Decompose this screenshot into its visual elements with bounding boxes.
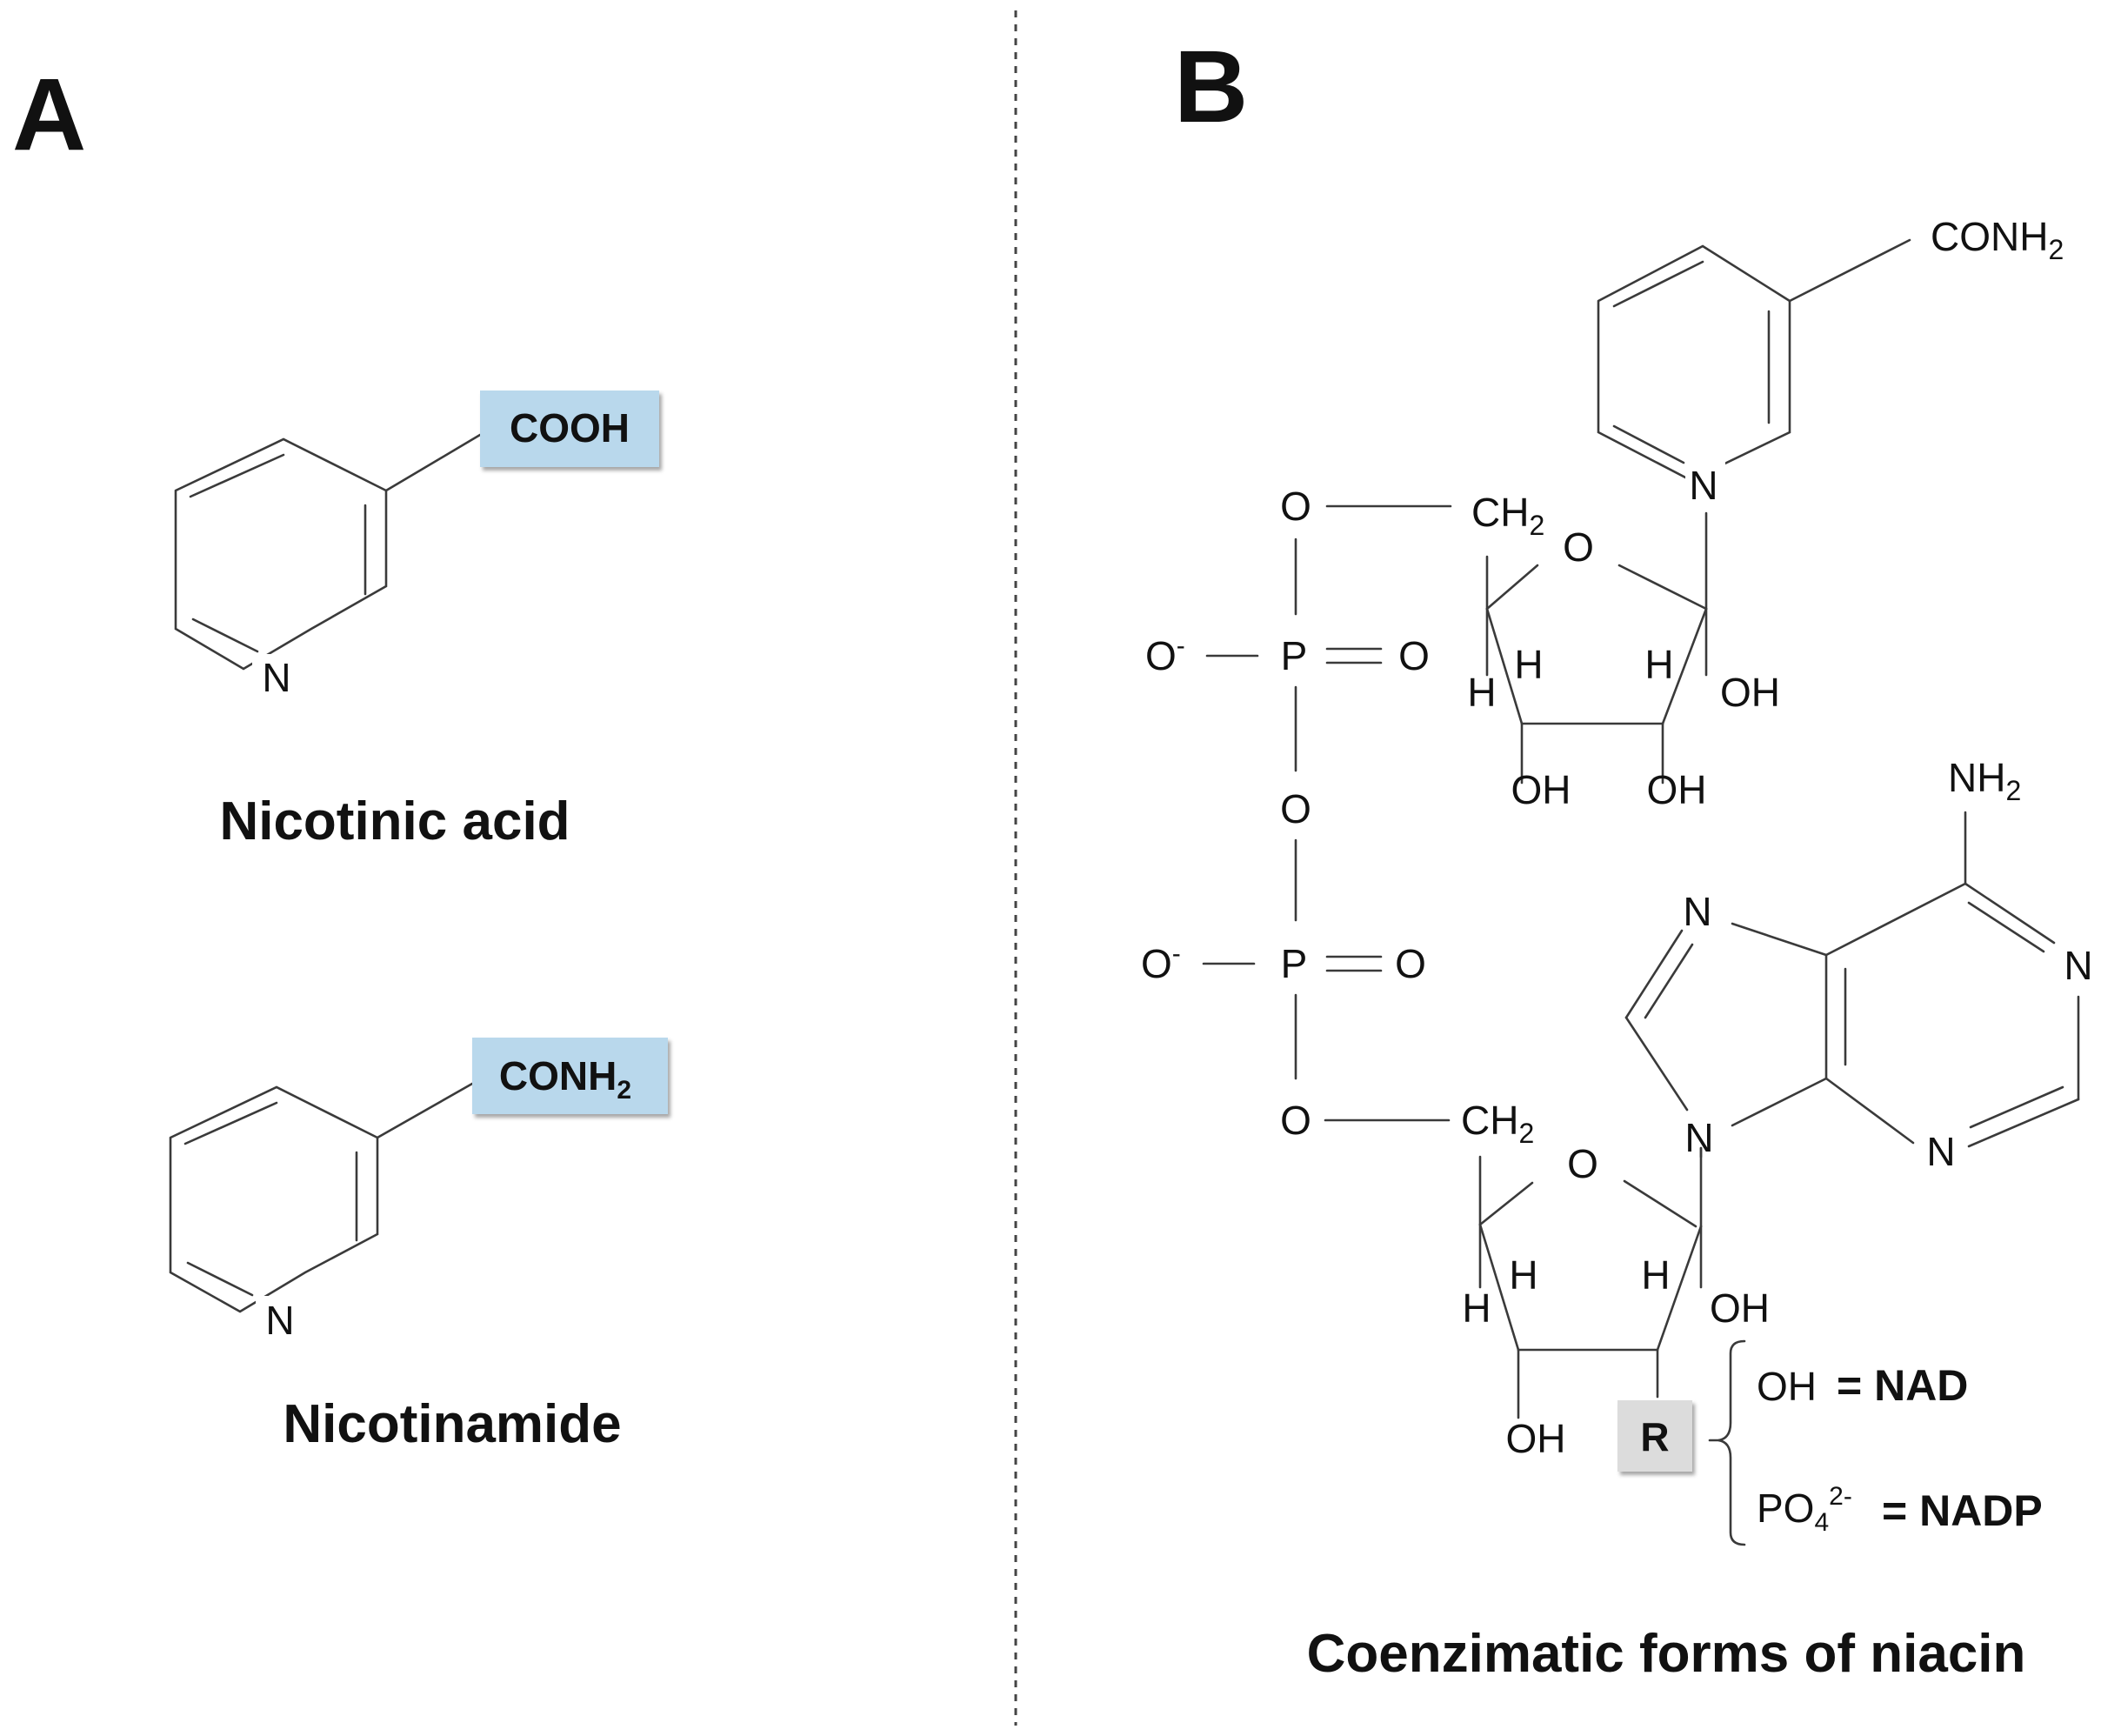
ribose1-h2: H (1514, 642, 1543, 687)
ribose1-h3: H (1644, 642, 1673, 687)
ribose2-h2: H (1509, 1252, 1537, 1298)
adenine-nh2: NH2 (1948, 755, 2021, 806)
ch2-bottom-label: CH2 (1461, 1098, 1534, 1149)
panel-a-letter: A (12, 57, 86, 172)
variant-nadp-label: = NADP (1882, 1486, 2043, 1535)
variant-oh-group: OH (1757, 1364, 1817, 1409)
cooh-label: COOH (510, 405, 630, 451)
ribose2-h3: H (1641, 1252, 1670, 1298)
ribose1-oh1: OH (1720, 670, 1780, 715)
cooh-highlight-box (480, 391, 659, 467)
adenine-n1: N (2064, 943, 2092, 988)
conh2-label: CONH2 (499, 1053, 631, 1105)
conh2-highlight-box (472, 1038, 668, 1114)
ribose1-oh3: OH (1647, 767, 1707, 812)
ribose1-h1: H (1467, 670, 1496, 715)
phosphate-p2: P (1281, 941, 1308, 986)
ribose2-oh2: OH (1506, 1416, 1566, 1461)
panel-b-caption: Coenzimatic forms of niacin (1307, 1624, 2026, 1684)
phosphate-ominus2: O- (1141, 939, 1181, 986)
adenine-n7: N (1683, 889, 1711, 934)
nicotinamide-label: Nicotinamide (283, 1394, 621, 1454)
top-conh2-label: CONH2 (1931, 214, 2064, 265)
adenine-n9: N (1684, 1115, 1713, 1160)
ch2-top-label: CH2 (1471, 490, 1544, 541)
nicotinic-acid-structure: COOH N (174, 391, 659, 700)
phosphate-p1: P (1281, 633, 1308, 678)
ribose2-h1: H (1462, 1285, 1491, 1331)
top-ring-n: N (1689, 463, 1717, 508)
variant-nad-label: = NAD (1837, 1361, 1968, 1410)
variant-brace (1717, 1339, 1746, 1546)
nad-structure: CONH2 N O CH2 H H H OH OH OH O P O- O O (1141, 214, 2093, 1546)
variant-po4-group: PO42- (1757, 1482, 1852, 1537)
ribose1-o: O (1563, 524, 1594, 570)
phosphate-o1: O (1280, 484, 1311, 529)
ribose2-oh1: OH (1710, 1285, 1770, 1331)
adenine-n3: N (1926, 1129, 1955, 1174)
r-highlight-box (1617, 1400, 1692, 1472)
phosphate-ominus1: O- (1145, 631, 1185, 678)
nicotinic-acid-label: Nicotinic acid (219, 791, 570, 851)
panel-b-letter: B (1174, 30, 1248, 144)
nicotinic-acid-ring-n: N (262, 655, 290, 700)
ribose1-oh2: OH (1511, 767, 1571, 812)
phosphate-o2: O (1398, 633, 1430, 678)
nicotinamide-ring-n: N (265, 1298, 294, 1343)
nicotinamide-structure: CONH2 N (169, 1038, 668, 1343)
phosphate-o4: O (1395, 941, 1426, 986)
ribose2-o: O (1567, 1141, 1598, 1186)
phosphate-o3: O (1280, 786, 1311, 831)
r-label: R (1640, 1414, 1669, 1459)
phosphate-o5: O (1280, 1098, 1311, 1143)
